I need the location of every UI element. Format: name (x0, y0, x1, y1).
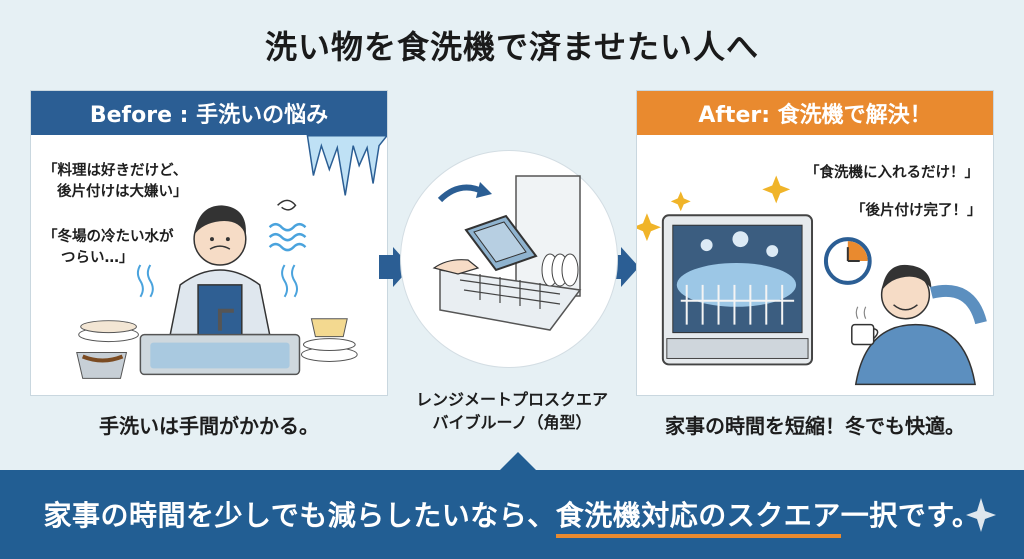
handwashing-illustration (76, 135, 387, 379)
before-quote-1-line-1: 「料理は好きだけど、 (43, 163, 188, 179)
before-quote-2-line-1: 「冬場の冷たい水が (43, 229, 174, 245)
arrow-right-icon (379, 247, 411, 287)
conclusion-text-lead: 家事の時間を少しでも減らしたいなら、 (43, 499, 556, 532)
person-washing-icon (169, 205, 271, 342)
coffee-cup-icon (851, 306, 879, 346)
sparkle-icon (637, 175, 791, 242)
hand-icon (432, 259, 480, 275)
before-quote-1: 「料理は好きだけど、 後片付けは大嫌い」 (43, 161, 188, 203)
before-caption: 手洗いは手間がかかる。 (99, 414, 319, 438)
conclusion-text-tail: 一択です。 (840, 499, 981, 532)
before-quote-1-line-2: 後片付けは大嫌い」 (57, 184, 188, 200)
conclusion-text: 家事の時間を少しでも減らしたいなら、食洗機対応のスクエア一択です。 (0, 494, 1024, 538)
stress-swirl-icon (277, 199, 297, 211)
product-name-line-2: バイブルーノ（角型） (432, 413, 592, 432)
after-panel: After: 食洗機で解決！ (636, 90, 994, 396)
dishwasher-icon (661, 214, 814, 366)
before-header: Before : 手洗いの悩み (31, 91, 387, 135)
happy-dishwasher-illustration (637, 175, 987, 386)
after-caption: 家事の時間を短縮！冬でも快適。 (665, 414, 965, 438)
dirty-dishes-icon (76, 320, 139, 379)
icicles-icon (306, 135, 387, 196)
product-name: レンジメートプロスクエア バイブルーノ（角型） (392, 388, 632, 434)
plates-icon (541, 253, 579, 287)
relaxed-person-icon (854, 264, 987, 386)
after-header: After: 食洗機で解決！ (637, 91, 993, 135)
page-title: 洗い物を食洗機で済ませたい人へ (264, 28, 760, 66)
dish-rack-icon (459, 274, 561, 309)
square-container-icon (464, 214, 538, 272)
sink-icon (139, 308, 301, 376)
sparkle-icon (966, 498, 996, 532)
after-quote-1: 「食洗機に入れるだけ！」 (805, 165, 979, 181)
clock-icon (823, 237, 872, 285)
cold-wave-icon (268, 222, 307, 252)
steam-lines-icon (136, 264, 298, 298)
product-name-line-1: レンジメートプロスクエア (415, 390, 608, 409)
before-quote-2: 「冬場の冷たい水が つらい…」 (43, 227, 174, 269)
before-quote-2-line-2: つらい…」 (61, 250, 134, 266)
conclusion-text-highlight: 食洗機対応のスクエア (555, 499, 841, 538)
banner-notch (500, 452, 536, 470)
after-quote-2: 「後片付け完了！」 (851, 203, 982, 219)
conclusion-banner (0, 470, 1024, 559)
dishwasher-loading-illustration (432, 175, 582, 331)
before-panel: Before : 手洗いの悩み (30, 90, 388, 396)
stacked-bowls-icon (300, 318, 358, 362)
